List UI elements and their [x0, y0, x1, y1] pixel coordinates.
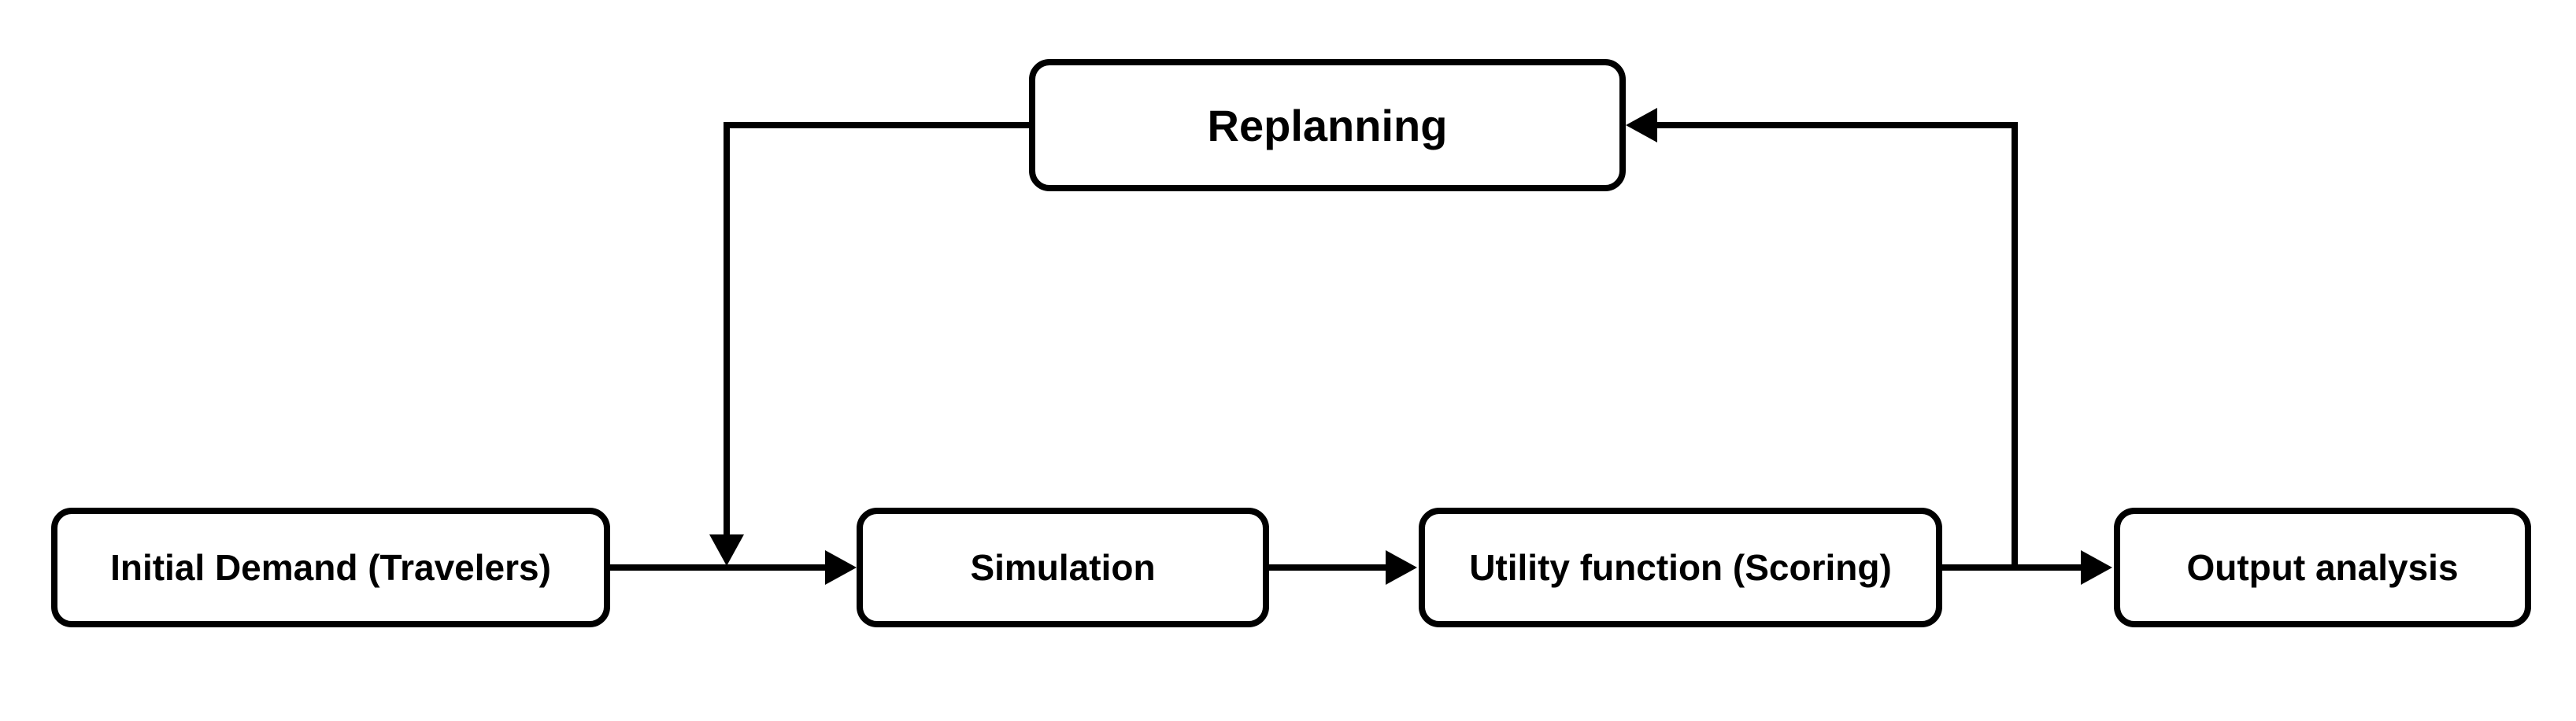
node-simulation-label: Simulation	[970, 547, 1156, 588]
edge-feedback-to-replanning-line	[1656, 122, 2018, 128]
arrowhead-into-utility-function	[1386, 550, 1417, 585]
node-output-analysis: Output analysis	[2114, 508, 2531, 627]
edge-initial-demand-to-simulation-line	[610, 564, 827, 571]
node-utility-function: Utility function (Scoring)	[1419, 508, 1942, 627]
node-replanning: Replanning	[1029, 59, 1626, 191]
node-initial-demand-label: Initial Demand (Travelers)	[110, 547, 551, 588]
node-simulation: Simulation	[857, 508, 1269, 627]
node-initial-demand: Initial Demand (Travelers)	[51, 508, 610, 627]
edge-feedback-riser-line	[2012, 122, 2018, 571]
node-output-analysis-label: Output analysis	[2186, 547, 2459, 588]
arrowhead-onto-simulation-input	[709, 534, 744, 566]
arrowhead-into-output-analysis	[2081, 550, 2112, 585]
arrowhead-into-simulation	[825, 550, 857, 585]
node-replanning-label: Replanning	[1207, 100, 1448, 150]
edge-replanning-dropper-line	[724, 122, 730, 536]
edge-simulation-to-utility-line	[1269, 564, 1387, 571]
arrowhead-into-replanning	[1626, 108, 1657, 142]
node-utility-function-label: Utility function (Scoring)	[1469, 547, 1892, 588]
edge-replanning-out-line	[724, 122, 1029, 128]
